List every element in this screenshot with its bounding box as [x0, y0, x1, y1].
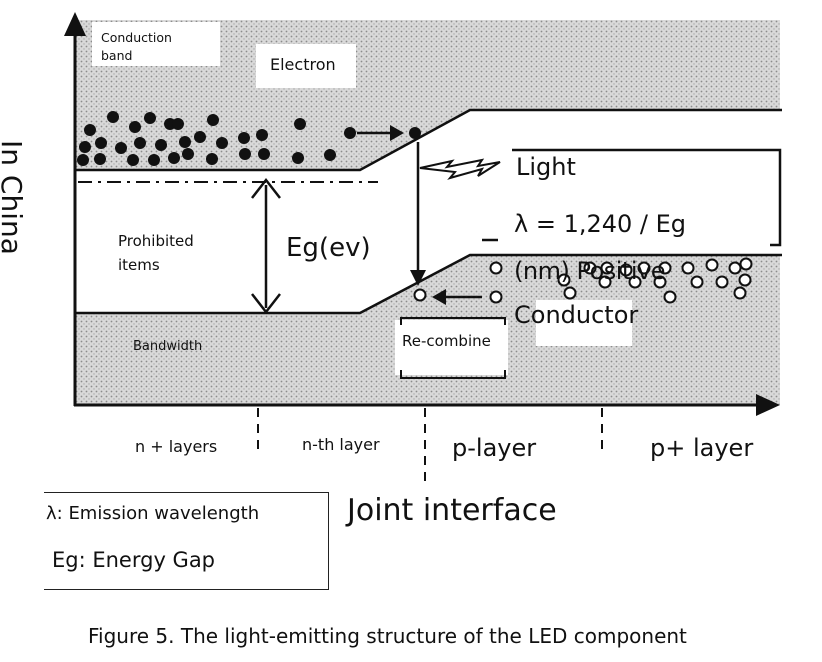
recombine-box-frame — [400, 317, 506, 379]
electrons — [77, 111, 421, 166]
conduction-band-edge — [75, 108, 782, 172]
legend-lambda: λ: Emission wavelength — [46, 503, 260, 524]
energy-gap-label: Eg(ev) — [286, 233, 371, 263]
bandwidth-label: Bandwidth — [133, 339, 203, 354]
y-axis-arrow — [64, 12, 86, 36]
x-axis-arrow — [756, 394, 780, 416]
conductor-label: Conductor — [514, 301, 639, 329]
unit-positive-label: (nm) Positive — [514, 257, 665, 285]
light-label: Light — [516, 153, 576, 181]
layer-label-p-plus: p+ layer — [650, 434, 754, 462]
holes — [413, 257, 753, 304]
layer-label-p: p-layer — [452, 434, 537, 462]
joint-interface-label: Joint interface — [347, 493, 557, 528]
valence-band-edge — [75, 253, 782, 315]
figure-caption: Figure 5. The light-emitting structure o… — [88, 624, 687, 648]
recombine-label: Re-combine — [402, 332, 491, 350]
conduction-band-label: Conduction band — [101, 30, 172, 63]
electron-label: Electron — [270, 55, 336, 74]
legend-box: λ: Emission wavelength Eg: Energy Gap — [44, 492, 329, 590]
prohibited-items-label: Prohibited items — [118, 232, 194, 274]
wavelength-formula: λ = 1,240 / Eg — [514, 210, 687, 238]
conduction-band-region — [75, 20, 780, 170]
layer-label-n-th: n-th layer — [302, 435, 380, 454]
legend-eg: Eg: Energy Gap — [52, 548, 216, 572]
light-box-frame — [512, 148, 782, 247]
side-watermark-text: In China — [0, 140, 28, 255]
layer-label-n-plus: n + layers — [135, 437, 218, 456]
lightning-bolt-icon — [419, 158, 501, 180]
